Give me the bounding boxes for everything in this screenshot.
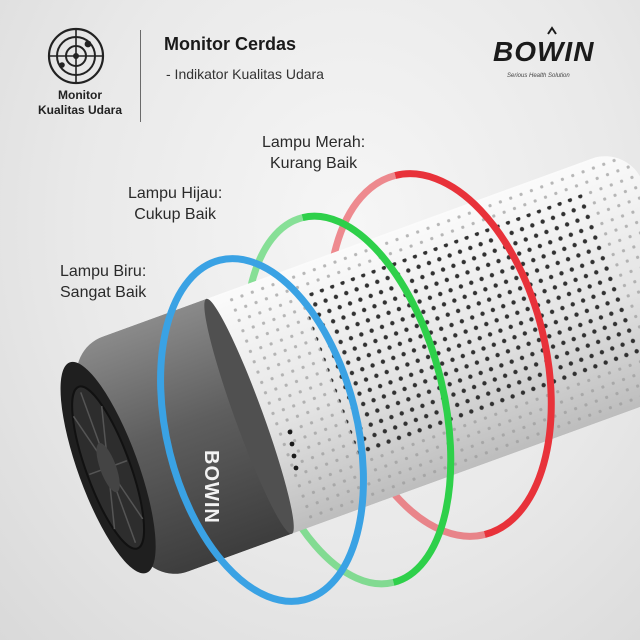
monitor-icon-label: Monitor Kualitas Udara (37, 88, 123, 117)
green-ring-front (301, 212, 455, 586)
callout-red-light: Lampu Merah: Kurang Baik (262, 134, 366, 172)
red-ring-front (394, 170, 555, 538)
brand-logo-accent (547, 26, 557, 35)
callout-blue-light: Lampu Biru: Sangat Baik (60, 263, 147, 301)
page-title: Monitor Cerdas (164, 34, 297, 54)
indicator-lights (287, 429, 299, 471)
device-logo: BOWIN (200, 450, 222, 524)
callout-green-light: Lampu Hijau: Cukup Baik (128, 185, 223, 223)
purifier-body (60, 144, 640, 586)
page-subtitle: - Indikator Kualitas Udara (166, 66, 324, 82)
header-divider (140, 30, 141, 122)
air-quality-monitor-icon (47, 27, 105, 85)
brand-logo: BOWIN (493, 36, 595, 67)
brand-tagline: Serious Health Solution (507, 73, 570, 79)
blue-ring (157, 255, 367, 605)
